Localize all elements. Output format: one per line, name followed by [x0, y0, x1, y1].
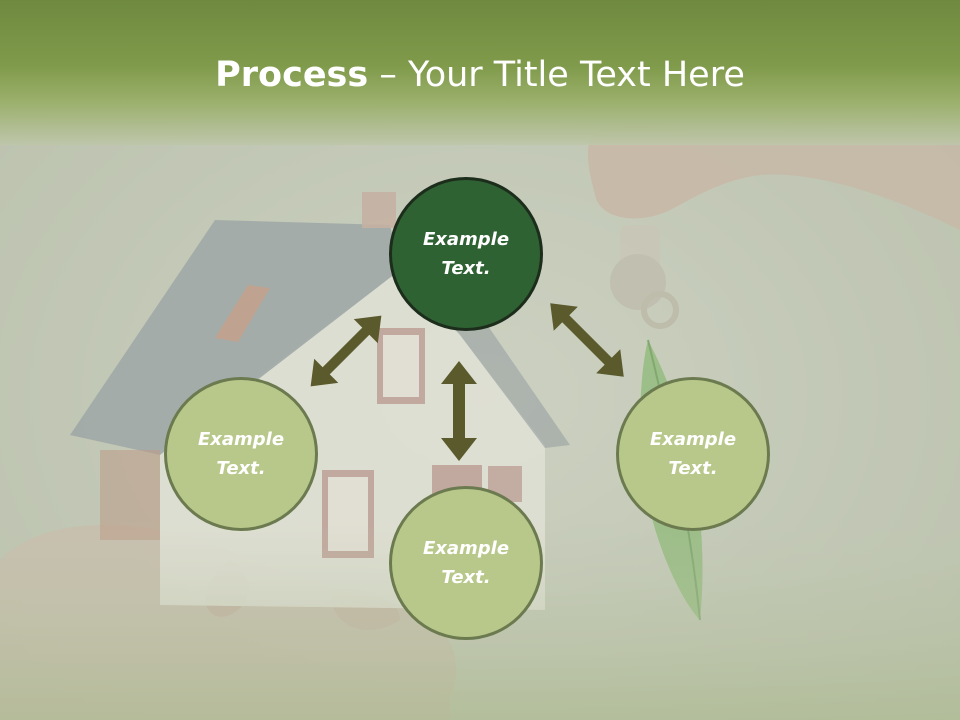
title-banner	[0, 0, 960, 145]
title-rest: – Your Title Text Here	[368, 55, 745, 95]
process-node-bottom[interactable]: Example Text.	[389, 486, 543, 640]
node-label: Example Text.	[422, 229, 510, 279]
slide-title[interactable]: Process – Your Title Text Here	[0, 52, 960, 98]
process-node-right[interactable]: Example Text.	[616, 377, 770, 531]
process-node-left[interactable]: Example Text.	[164, 377, 318, 531]
node-label: Example Text.	[422, 538, 510, 588]
node-label: Example Text.	[649, 429, 737, 479]
title-bold: Process	[215, 55, 369, 95]
node-label: Example Text.	[197, 429, 285, 479]
process-node-top[interactable]: Example Text.	[389, 177, 543, 331]
